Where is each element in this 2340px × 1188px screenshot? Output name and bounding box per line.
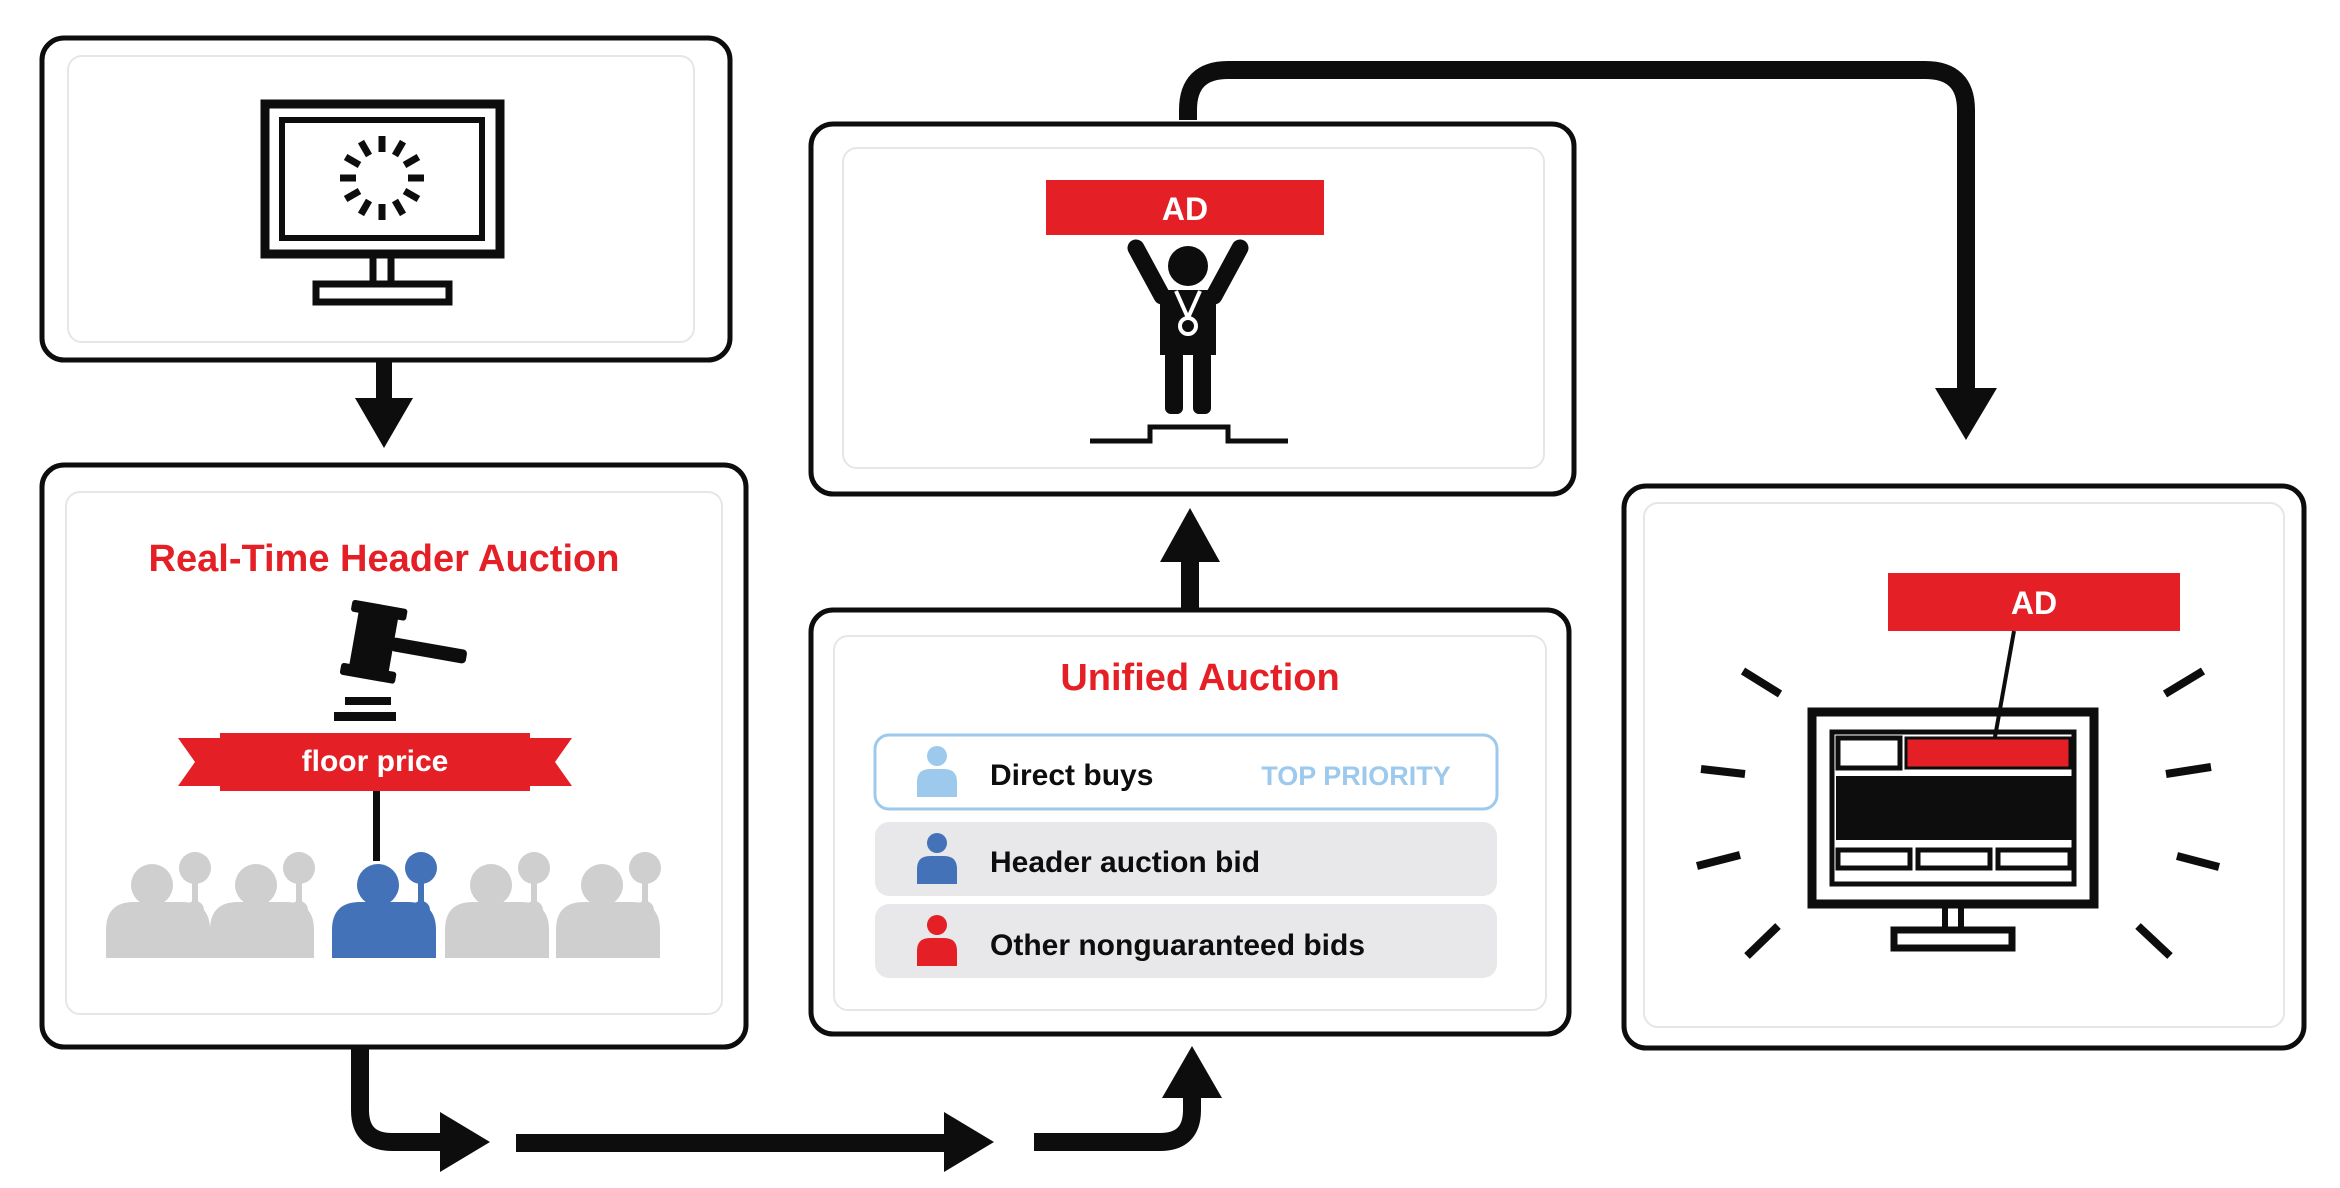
arrow-down-1 [355,362,413,448]
bidder-figure [210,852,315,958]
top-priority-tag: TOP PRIORITY [1261,761,1451,791]
bidder-figure [106,852,211,958]
person-icon [917,833,957,884]
winner-podium-icon [1090,239,1288,444]
attention-rays [1696,667,2221,959]
unified-auction-panel: Unified Auction Direct buys TOP PRIORITY… [808,607,1572,1037]
loading-spinner-icon [340,136,424,220]
monitor-ad-icon [1807,707,2099,952]
gavel-icon [334,599,467,721]
floor-connector-line [373,791,380,861]
bottom-flow-arrows [351,1046,1222,1172]
bid-row-label: Header auction bid [990,846,1260,879]
arrow-to-served-ad [1179,61,1997,440]
served-ad-banner [1888,573,2180,631]
bidder-figure [445,852,550,958]
winner-ad-banner [1046,180,1324,235]
arrow-up [1160,508,1220,610]
bid-row-label: Other nonguaranteed bids [990,929,1365,962]
floor-price-label: floor price [302,745,449,778]
bid-row-other: Other nonguaranteed bids [875,904,1497,978]
served-ad-label: AD [2011,585,2057,621]
bidder-crowd-icon [106,852,661,958]
ad-pointer-line [1993,630,2016,738]
winner-ad-label: AD [1162,191,1208,227]
page-load-panel [39,35,733,363]
person-icon [917,915,957,966]
floor-price-banner: floor price [178,733,572,791]
person-icon [917,746,957,797]
winner-panel: AD [808,121,1577,497]
bid-row-header: Header auction bid [875,822,1497,896]
bid-row-label: Direct buys [990,759,1153,792]
monitor-loading-icon [260,99,505,306]
header-auction-title: Real-Time Header Auction [149,538,620,580]
ad-served-panel: AD [1621,483,2307,1051]
bid-row-direct: Direct buys TOP PRIORITY [873,733,1499,811]
header-auction-panel: Real-Time Header Auction floor price [39,462,749,1050]
unified-auction-title: Unified Auction [1060,657,1339,699]
bidder-figure [556,852,661,958]
winning-bidder-figure [332,852,437,958]
